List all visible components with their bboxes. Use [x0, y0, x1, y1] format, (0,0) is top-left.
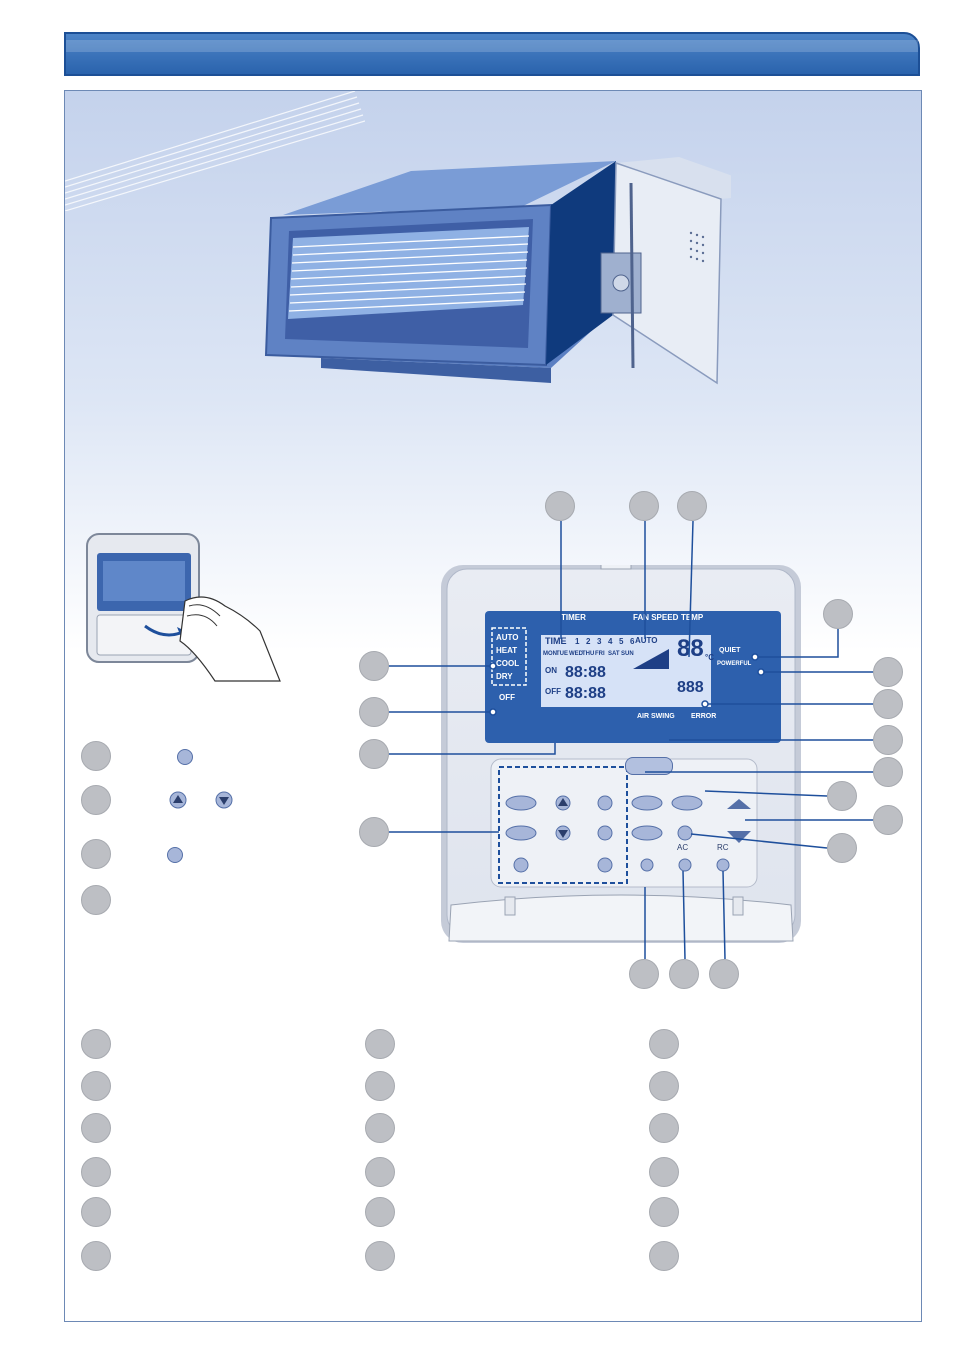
- mode-dry: DRY: [496, 672, 513, 681]
- button-icon: [177, 749, 193, 765]
- list-marker: [649, 1071, 679, 1101]
- lcd-fan-speed-heading: FAN SPEED: [633, 613, 679, 622]
- callout-marker: [873, 725, 903, 755]
- day-name: FRI: [595, 651, 605, 657]
- mode-auto: AUTO: [496, 633, 519, 642]
- callout-marker: [669, 959, 699, 989]
- list-marker: [649, 1113, 679, 1143]
- lcd-slot-button[interactable]: [625, 757, 673, 775]
- lcd-error-code: 888: [677, 679, 704, 696]
- list-marker: [649, 1029, 679, 1059]
- list-marker: [81, 1113, 111, 1143]
- callout-marker: [359, 739, 389, 769]
- mode-button-group: [631, 795, 751, 872]
- callout-marker: [827, 833, 857, 863]
- content-panel: TIMER FAN SPEED TEMP AUTO HEAT COOL DRY …: [64, 90, 922, 1322]
- callout-marker: [359, 697, 389, 727]
- callout-marker: [629, 491, 659, 521]
- ac-button-label: AC: [677, 843, 689, 852]
- lcd-temp-value: 88: [677, 635, 704, 662]
- list-marker: [365, 1071, 395, 1101]
- lcd-error: ERROR: [691, 713, 717, 720]
- day-name: SUN: [621, 651, 634, 657]
- lcd-air-swing: AIR SWING: [637, 713, 675, 720]
- lcd-temp-unit: °C: [705, 653, 714, 662]
- list-marker: [81, 1157, 111, 1187]
- up-arrow-icon: [169, 791, 187, 809]
- list-marker: [81, 1241, 111, 1271]
- callout-marker: [709, 959, 739, 989]
- day-number: 2: [586, 637, 591, 646]
- lcd-powerful: POWERFUL: [717, 661, 752, 667]
- lcd-fan-auto: AUTO: [635, 636, 658, 645]
- day-name: MON: [543, 651, 557, 657]
- day-number: 1: [575, 637, 580, 646]
- list-marker: [365, 1157, 395, 1187]
- lcd-time-on: 88:88: [565, 664, 606, 681]
- mode-cool: COOL: [496, 659, 520, 668]
- section-header-bar: [64, 32, 920, 76]
- timer-button-group: [505, 795, 613, 873]
- list-marker: [81, 1071, 111, 1101]
- step-marker-3: [81, 839, 111, 869]
- list-marker: [81, 1197, 111, 1227]
- day-number: 4: [608, 637, 613, 646]
- callout-marker: [823, 599, 853, 629]
- list-marker: [365, 1241, 395, 1271]
- mode-dashed-box: [491, 627, 527, 686]
- list-marker: [365, 1197, 395, 1227]
- day-name: THU: [582, 651, 595, 657]
- list-marker: [649, 1241, 679, 1271]
- button-icon: [167, 847, 183, 863]
- fan-speed-bars: [633, 649, 669, 669]
- callout-marker: [873, 757, 903, 787]
- callout-marker: [873, 805, 903, 835]
- rc-button-label: RC: [717, 843, 729, 852]
- step-marker-4: [81, 885, 111, 915]
- lcd-off-time-label: OFF: [545, 687, 561, 696]
- lcd-off: OFF: [499, 693, 515, 702]
- lcd-time-off: 88:88: [565, 685, 606, 702]
- wired-remote-controller: TIMER FAN SPEED TEMP AUTO HEAT COOL DRY …: [441, 544, 801, 945]
- open-cover-illustration: [86, 533, 281, 682]
- day-number: 6: [630, 637, 635, 646]
- callout-leader-lines: [389, 520, 873, 960]
- day-name: WED: [569, 651, 583, 657]
- day-number: 3: [597, 637, 602, 646]
- callout-marker: [873, 657, 903, 687]
- ceiling-lines: [65, 91, 365, 211]
- callout-marker: [677, 491, 707, 521]
- lcd-on-label: ON: [545, 666, 557, 675]
- callout-marker: [359, 651, 389, 681]
- callout-marker: [827, 781, 857, 811]
- lcd-quiet: QUIET: [719, 647, 741, 654]
- callout-marker: [359, 817, 389, 847]
- callout-marker: [873, 689, 903, 719]
- mode-heat: HEAT: [496, 646, 518, 655]
- day-name: SAT: [608, 651, 620, 657]
- list-marker: [365, 1029, 395, 1059]
- list-marker: [81, 1029, 111, 1059]
- day-number: 5: [619, 637, 624, 646]
- lcd-timer-label: TIME: [545, 636, 567, 646]
- lcd-timer-heading: TIMER: [561, 613, 586, 622]
- step-marker-2: [81, 785, 111, 815]
- lcd-temp-heading: TEMP: [681, 613, 704, 622]
- controller-body: [441, 544, 801, 943]
- callout-marker: [629, 959, 659, 989]
- down-arrow-icon: [215, 791, 233, 809]
- list-marker: [649, 1197, 679, 1227]
- step-marker-1: [81, 741, 111, 771]
- indoor-unit-illustration: [264, 157, 731, 385]
- day-name: TUE: [556, 651, 568, 657]
- list-marker: [649, 1157, 679, 1187]
- callout-marker: [545, 491, 575, 521]
- list-marker: [365, 1113, 395, 1143]
